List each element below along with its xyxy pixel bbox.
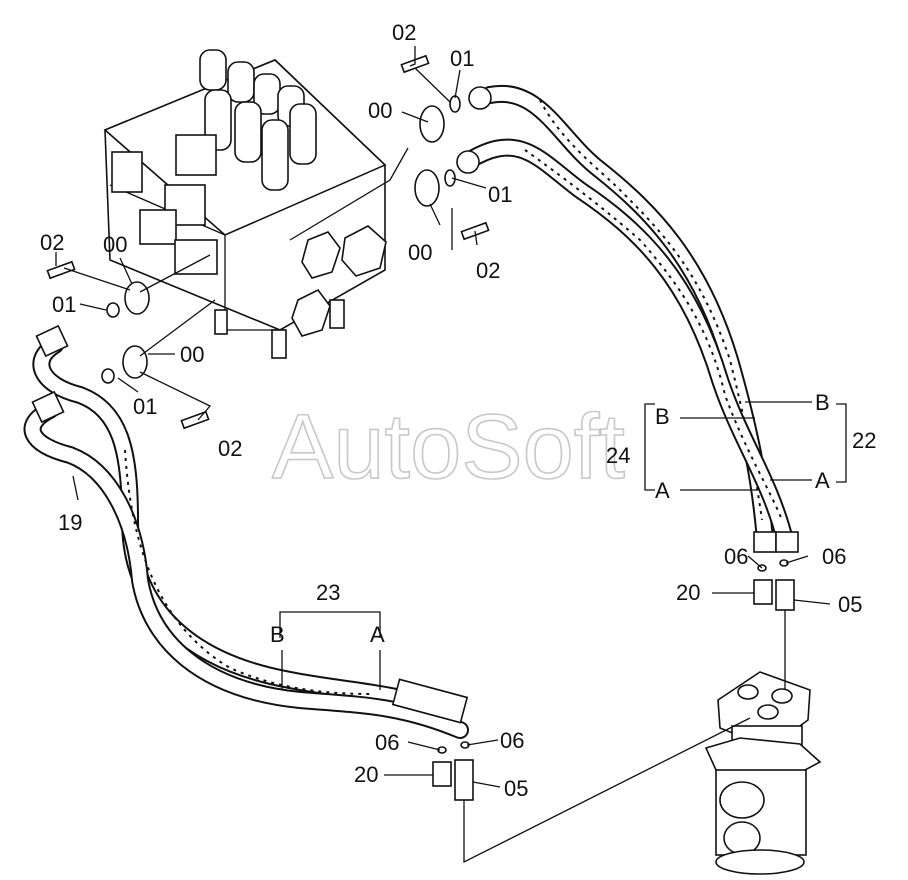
label-01-left: 01 xyxy=(52,292,76,317)
label-22-a: A xyxy=(815,468,830,493)
label-05-right: 05 xyxy=(838,592,862,617)
label-06-right-l: 06 xyxy=(724,544,748,569)
label-02-left-lower: 02 xyxy=(218,436,242,461)
hose-assembly-24 xyxy=(461,138,794,549)
label-00-top: 00 xyxy=(368,98,392,123)
flange-00-c xyxy=(124,281,150,315)
label-02-top: 02 xyxy=(392,20,416,45)
lower-fitting xyxy=(456,150,480,174)
bolt-02-c xyxy=(46,260,76,280)
label-24-a: A xyxy=(655,478,670,503)
label-06-right-r: 06 xyxy=(822,544,846,569)
watermark-text: AutoSoft xyxy=(272,396,625,498)
label-24-b: B xyxy=(655,404,670,429)
upper-fitting xyxy=(468,86,492,110)
hose-19-upper-end xyxy=(35,324,69,358)
label-01-left-lower: 01 xyxy=(133,394,157,419)
o-ring-01-c xyxy=(106,302,120,318)
label-19: 19 xyxy=(58,510,82,535)
o-ring-01-d xyxy=(101,368,115,384)
label-00-left-lower: 00 xyxy=(180,342,204,367)
hose-23-end-fitting xyxy=(391,678,469,724)
o-ring-01-a xyxy=(449,95,461,113)
label-00-left: 00 xyxy=(103,232,127,257)
label-23-b: B xyxy=(270,622,285,647)
label-01-right: 01 xyxy=(488,182,512,207)
flange-00-a xyxy=(419,105,445,143)
label-01-top: 01 xyxy=(450,46,474,71)
flange-00-d xyxy=(122,345,148,379)
label-06-lower-r: 06 xyxy=(500,728,524,753)
flange-00-b xyxy=(414,169,440,207)
label-06-lower-l: 06 xyxy=(375,730,399,755)
label-22-b: B xyxy=(815,390,830,415)
label-02-left: 02 xyxy=(40,230,64,255)
adapter-05-a xyxy=(775,579,795,611)
label-02-right: 02 xyxy=(476,258,500,283)
elbow-20-a xyxy=(753,579,773,605)
swivel-joint xyxy=(704,671,822,875)
callout-labels: 02 01 00 01 00 02 02 00 01 00 01 02 19 2… xyxy=(40,20,876,801)
elbow-20-b xyxy=(432,761,452,787)
label-23: 23 xyxy=(316,580,340,605)
o-ring-01-b xyxy=(444,169,456,187)
control-valve xyxy=(103,49,387,359)
fitting-left-end xyxy=(753,531,777,553)
label-20-lower: 20 xyxy=(354,762,378,787)
leader-lines xyxy=(55,46,847,864)
label-22: 22 xyxy=(852,428,876,453)
label-23-a: A xyxy=(370,622,385,647)
label-20-right: 20 xyxy=(676,580,700,605)
hose-19-lower-end xyxy=(31,390,65,424)
bolt-02-d xyxy=(180,410,210,430)
adapter-05-b xyxy=(454,759,474,801)
hose-assembly-19 xyxy=(23,336,469,739)
label-05-lower: 05 xyxy=(504,776,528,801)
label-24: 24 xyxy=(606,443,630,468)
label-00-right: 00 xyxy=(408,240,432,265)
fitting-right-end xyxy=(775,531,799,553)
